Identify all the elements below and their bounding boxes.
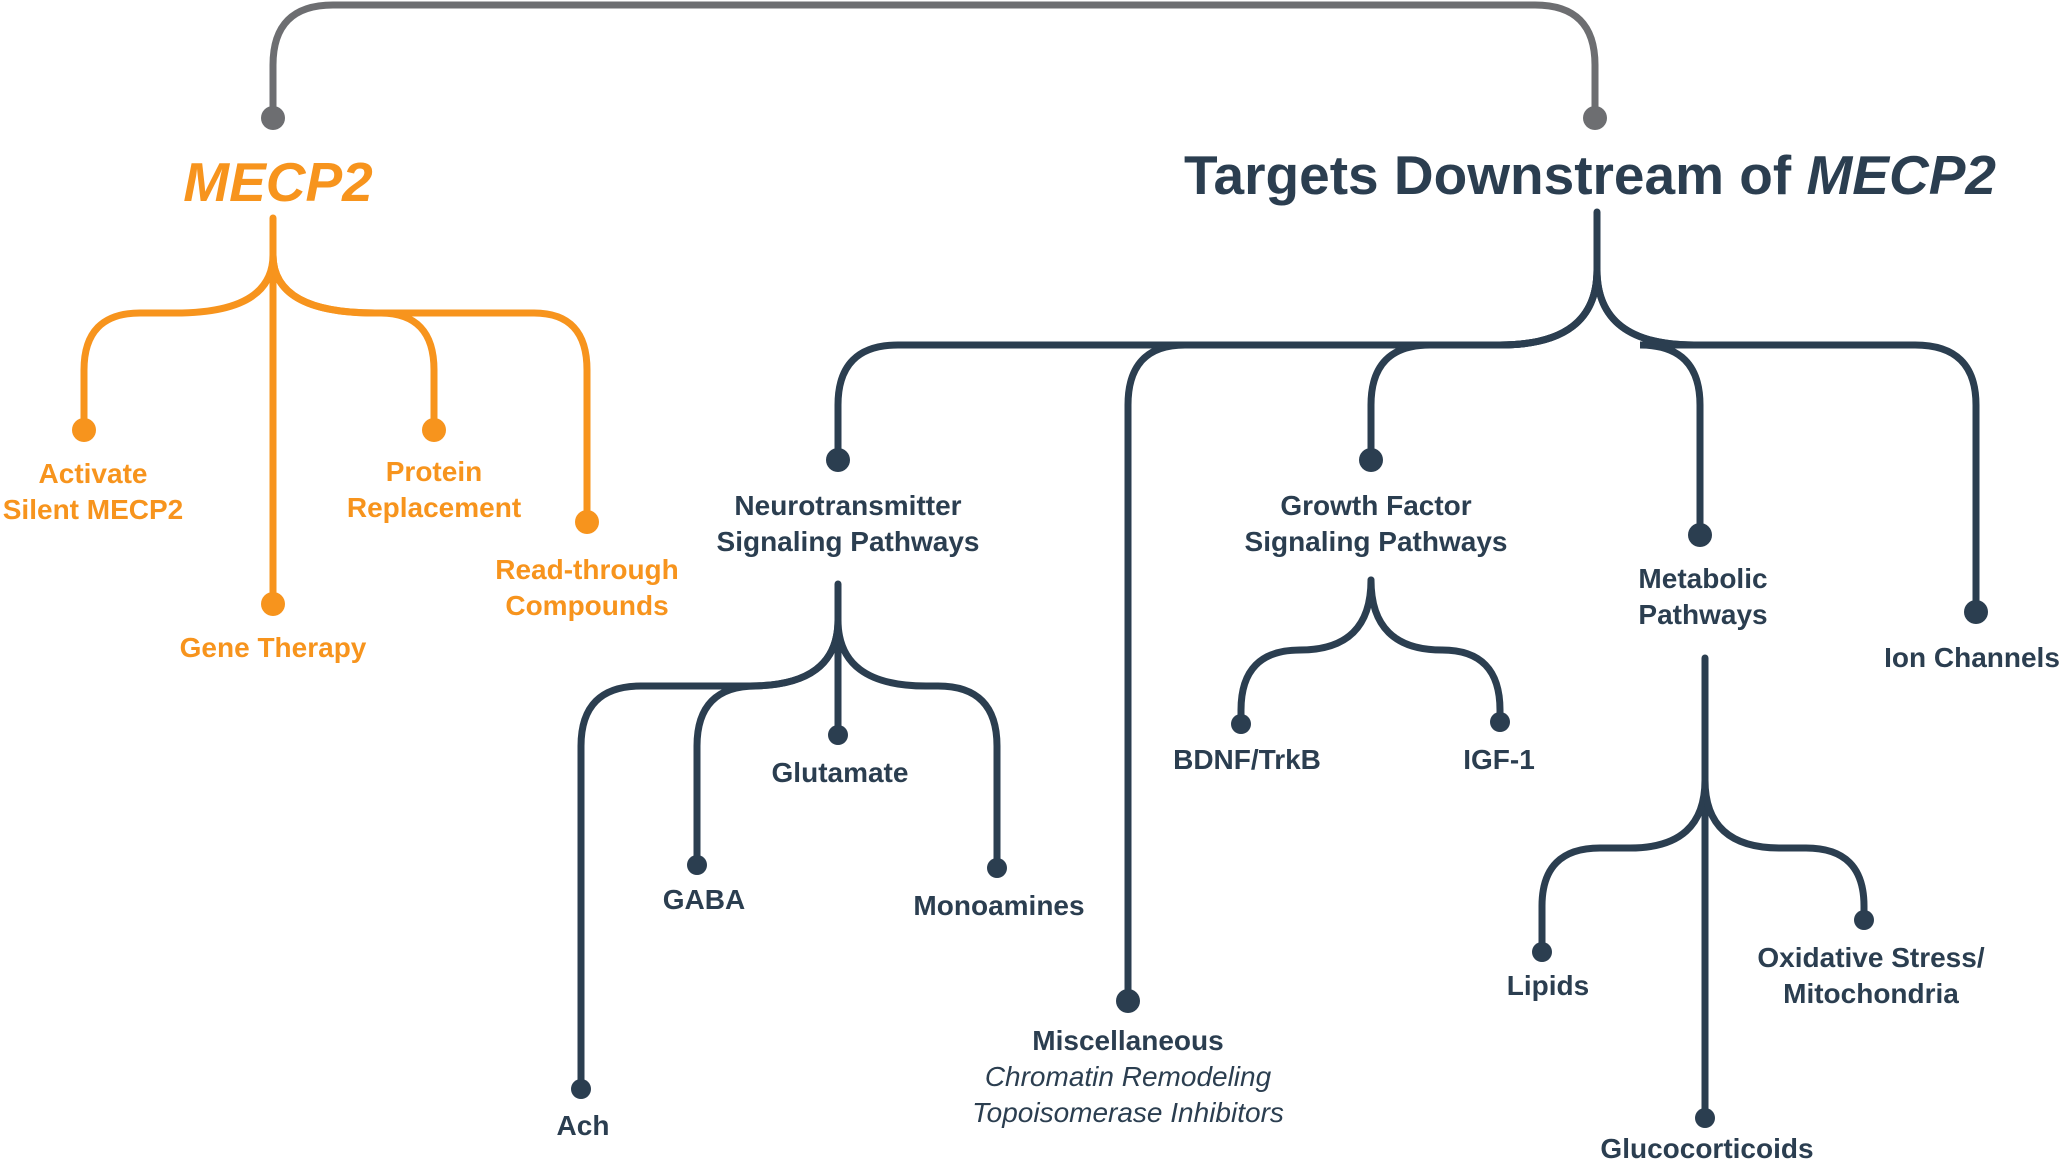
label-line: Mitochondria <box>1783 978 1959 1009</box>
node-dot-gaba <box>687 855 707 875</box>
activate-silent-mecp2-label: Activate Silent MECP2 <box>3 456 183 528</box>
targets-title-prefix: Targets Downstream of <box>1184 144 1807 206</box>
node-dot-metabolic <box>1688 523 1712 547</box>
monoamines-label: Monoamines <box>913 890 1085 921</box>
gene-therapy-label: Gene Therapy <box>180 630 367 666</box>
oxidative-stress-label: Oxidative Stress/ Mitochondria <box>1757 940 1984 1012</box>
node-dot-glutamate <box>828 725 848 745</box>
label-line: Silent MECP2 <box>2 494 184 525</box>
miscellaneous-label: Miscellaneous Chromatin Remodeling Topoi… <box>972 1023 1284 1131</box>
targets-title: Targets Downstream of MECP2 <box>1184 143 1996 207</box>
node-dot-ach <box>571 1079 591 1099</box>
neurotransmitter-label: Neurotransmitter Signaling Pathways <box>717 488 980 560</box>
node-dot-activate <box>72 418 96 442</box>
label-line: Protein <box>385 456 483 487</box>
label-subline: Topoisomerase Inhibitors <box>972 1097 1284 1128</box>
label-line: Growth Factor <box>1280 490 1472 521</box>
metabolic-label: Metabolic Pathways <box>1638 561 1767 633</box>
node-dot-protein <box>422 418 446 442</box>
node-dot-gene-therapy <box>261 592 285 616</box>
lipids-label: Lipids <box>1506 970 1590 1001</box>
glutamate-label: Glutamate <box>771 757 909 788</box>
label-line: Oxidative Stress/ <box>1757 942 1985 973</box>
label-line: Metabolic <box>1638 563 1768 594</box>
label-line: Gene Therapy <box>179 632 367 663</box>
label-line: Signaling Pathways <box>716 526 980 557</box>
node-dot-igf <box>1490 712 1510 732</box>
targets-title-italic: MECP2 <box>1806 144 1996 206</box>
label-line: Pathways <box>1638 599 1768 630</box>
label-line: Read-through <box>495 554 679 585</box>
node-dot-monoamines <box>987 858 1007 878</box>
igf-1-label: IGF-1 <box>1463 744 1535 775</box>
ion-channels-label: Ion Channels <box>1884 642 2060 673</box>
label-line: Activate <box>38 458 148 489</box>
mecp2-title: MECP2 <box>183 151 373 213</box>
node-dot-glucocorticoids <box>1695 1108 1715 1128</box>
gaba-label: GABA <box>662 884 746 915</box>
label-line: Miscellaneous <box>1032 1025 1224 1056</box>
node-dot-growth <box>1359 448 1383 472</box>
node-dot-oxidative <box>1854 910 1874 930</box>
growth-factor-label: Growth Factor Signaling Pathways <box>1245 488 1508 560</box>
node-dot-readthrough <box>575 510 599 534</box>
bdnf-trkb-label: BDNF/TrkB <box>1173 744 1321 775</box>
top-connector <box>269 1 1599 121</box>
node-dot-bdnf <box>1231 714 1251 734</box>
node-dot-ion <box>1964 600 1988 624</box>
ach-label: Ach <box>556 1110 610 1141</box>
node-dot-misc <box>1116 989 1140 1013</box>
mecp2-branches <box>80 214 591 608</box>
label-line: Compounds <box>505 590 669 621</box>
node-dot-lipids <box>1532 942 1552 962</box>
protein-replacement-label: Protein Replacement <box>347 454 521 526</box>
top-connector-dot-right <box>1583 106 1607 130</box>
targets-branches <box>577 208 1980 1122</box>
label-subline: Chromatin Remodeling <box>984 1061 1272 1092</box>
label-line: Replacement <box>346 492 522 523</box>
glucocorticoids-label: Glucocorticoids <box>1600 1133 1814 1164</box>
read-through-compounds-label: Read-through Compounds <box>495 552 679 624</box>
label-line: Signaling Pathways <box>1244 526 1508 557</box>
node-dot-neuro <box>826 448 850 472</box>
label-line: Neurotransmitter <box>734 490 962 521</box>
top-connector-dot-left <box>261 106 285 130</box>
